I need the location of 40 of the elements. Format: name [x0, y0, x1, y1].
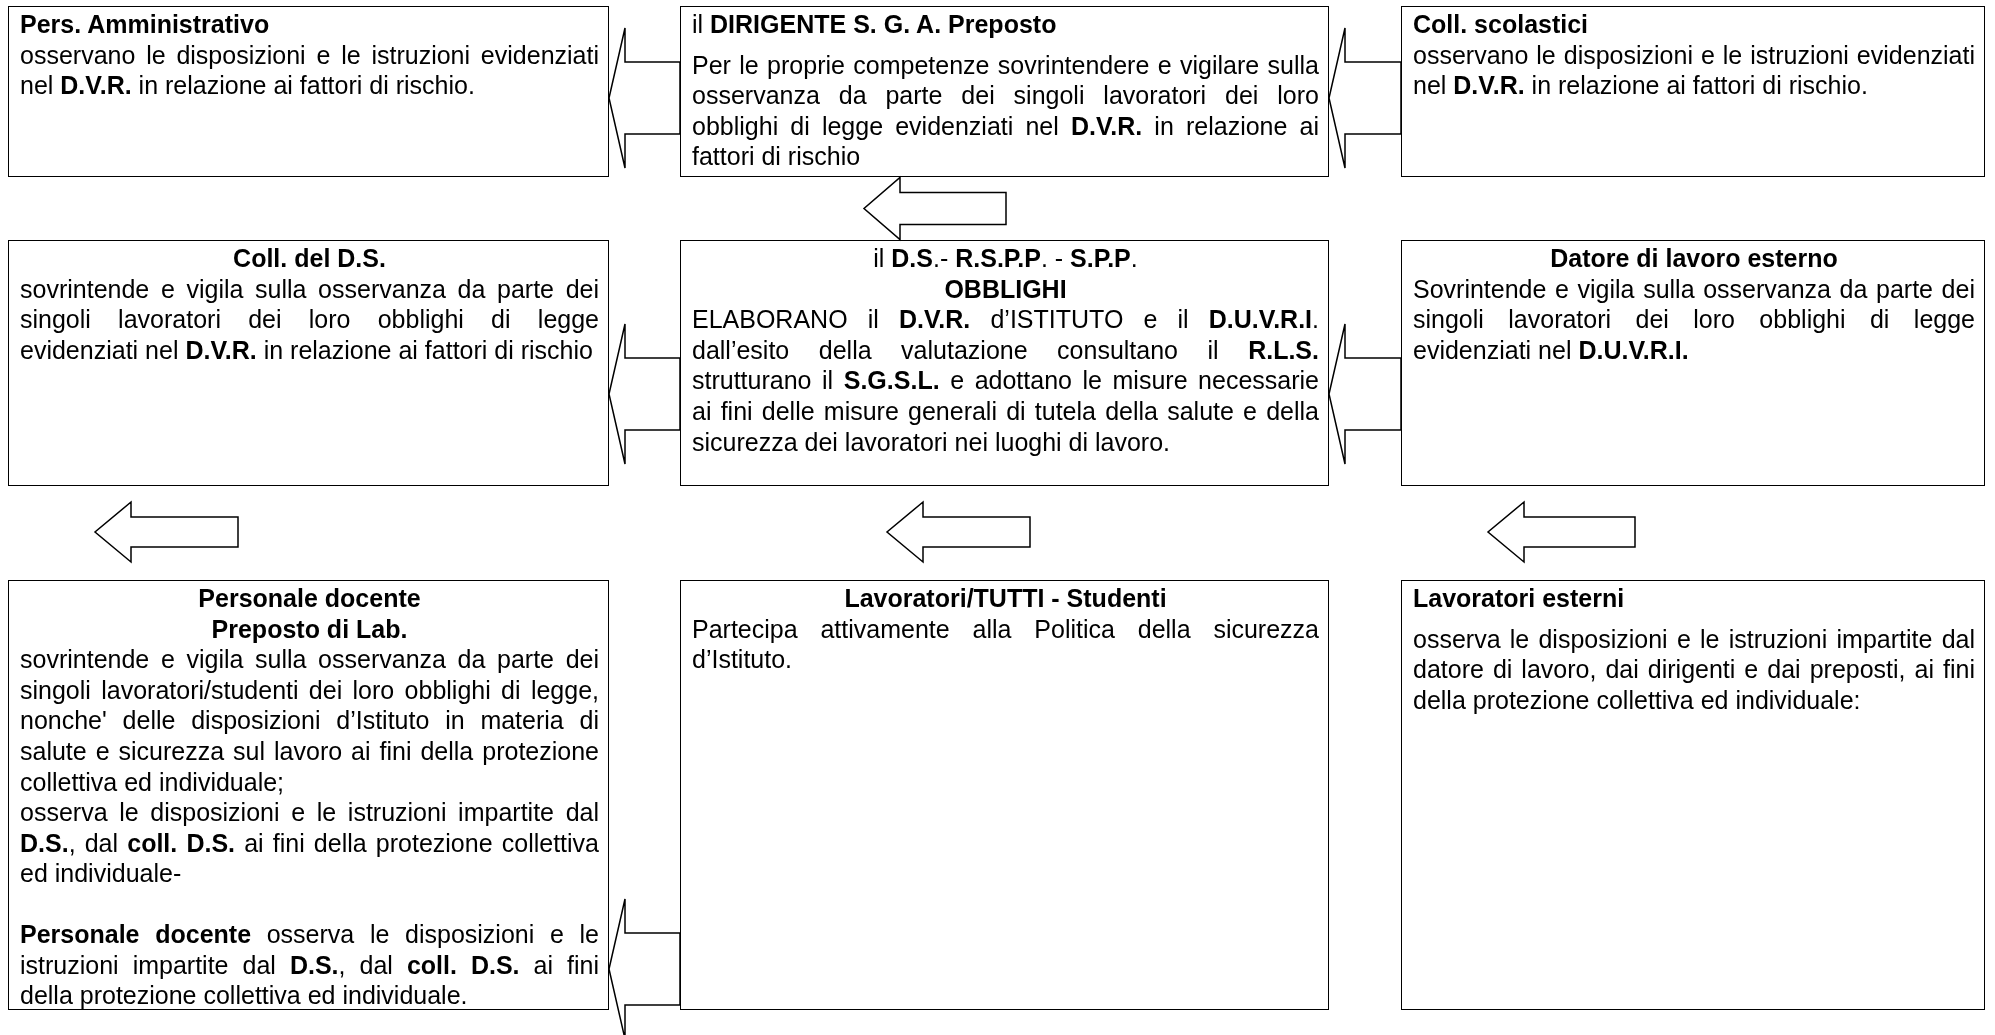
box-title: Coll. scolastici: [1413, 9, 1590, 40]
block-arrow: [862, 175, 1007, 242]
block-arrow: [608, 27, 681, 169]
block-arrow: [885, 500, 1031, 564]
box-text: osserva le disposizioni e le istruzioni impartite dal datore di lavoro, dai dirigenti e dai preposti, ai fini della protezione collettiva ed individuale:: [1413, 623, 1975, 716]
box-title: Lavoratori esterni: [1413, 583, 1626, 614]
box-title: Pers. Amministrativo: [20, 9, 271, 40]
text-box: [1401, 580, 1985, 1010]
box-text: Sovrintende e vigila sulla osservanza da parte dei singoli lavoratori dei loro obblighi di legge evidenziati nel D.U.V.R.I.: [1413, 273, 1975, 366]
box-title: il D.S.- R.S.P.P. - S.P.P.: [872, 243, 1139, 274]
text-box: [1401, 6, 1985, 177]
box-text: Personale docente osserva le disposizioni e le istruzioni impartite dal D.S., dal coll. D.S. ai fini della protezione collettiva ed individuale.: [20, 918, 599, 1011]
box-title: OBBLIGHI: [943, 273, 1068, 305]
text-box: [1401, 240, 1985, 486]
box-title: Preposto di Lab.: [210, 613, 409, 645]
box-text: sovrintende e vigila sulla osservanza da parte dei singoli lavoratori dei loro obblighi di legge evidenziati nel D.V.R. in relazione ai fattori di rischio: [20, 273, 599, 366]
text-box: [8, 240, 609, 486]
block-arrow: [1328, 27, 1402, 169]
box-text: osservano le disposizioni e le istruzioni evidenziati nel D.V.R. in relazione ai fattori di rischio.: [20, 39, 599, 101]
box-title: Datore di lavoro esterno: [1549, 243, 1839, 274]
text-box: [8, 580, 609, 1010]
text-box: [680, 240, 1329, 486]
box-text: ELABORANO il D.V.R. d’ISTITUTO e il D.U.V.R.I. dall’esito della valutazione consultano il R.L.S. strutturano il S.G.S.L. e adottano le misure necessarie ai fini delle misure generali di tutela della salute e della sicurezza dei lavoratori nei luoghi di lavoro.: [692, 304, 1319, 458]
box-title: Personale docente: [197, 583, 422, 614]
block-arrow: [608, 898, 681, 1035]
block-arrow: [1328, 323, 1402, 465]
box-title: il DIRIGENTE S. G. A. Preposto: [692, 9, 1058, 40]
box-title: Lavoratori/TUTTI - Studenti: [843, 583, 1168, 614]
text-box: [8, 6, 609, 177]
block-arrow: [1486, 500, 1636, 564]
box-text: sovrintende e vigila sulla osservanza da parte dei singoli lavoratori/studenti dei loro obblighi di legge, nonche' delle disposizioni d’Istituto in materia di salute e sicurezza sul lavoro ai fini della protezione collettiva ed individuale;: [20, 644, 599, 798]
box-text: osserva le disposizioni e le istruzioni impartite dal D.S., dal coll. D.S. ai fini della protezione collettiva ed individuale-: [20, 797, 599, 889]
block-arrow: [608, 323, 681, 465]
text-box: [680, 580, 1329, 1010]
text-box: [680, 6, 1329, 177]
box-text: osservano le disposizioni e le istruzioni evidenziati nel D.V.R. in relazione ai fattori di rischio.: [1413, 39, 1975, 101]
box-text: Partecipa attivamente alla Politica della sicurezza d’Istituto.: [692, 613, 1319, 675]
block-arrow: [93, 500, 239, 564]
box-text: Per le proprie competenze sovrintendere e vigilare sulla osservanza da parte dei singoli lavoratori dei loro obblighi di legge evidenziati nel D.V.R. in relazione ai fattori di rischio: [692, 49, 1319, 172]
box-title: Coll. del D.S.: [232, 243, 387, 274]
